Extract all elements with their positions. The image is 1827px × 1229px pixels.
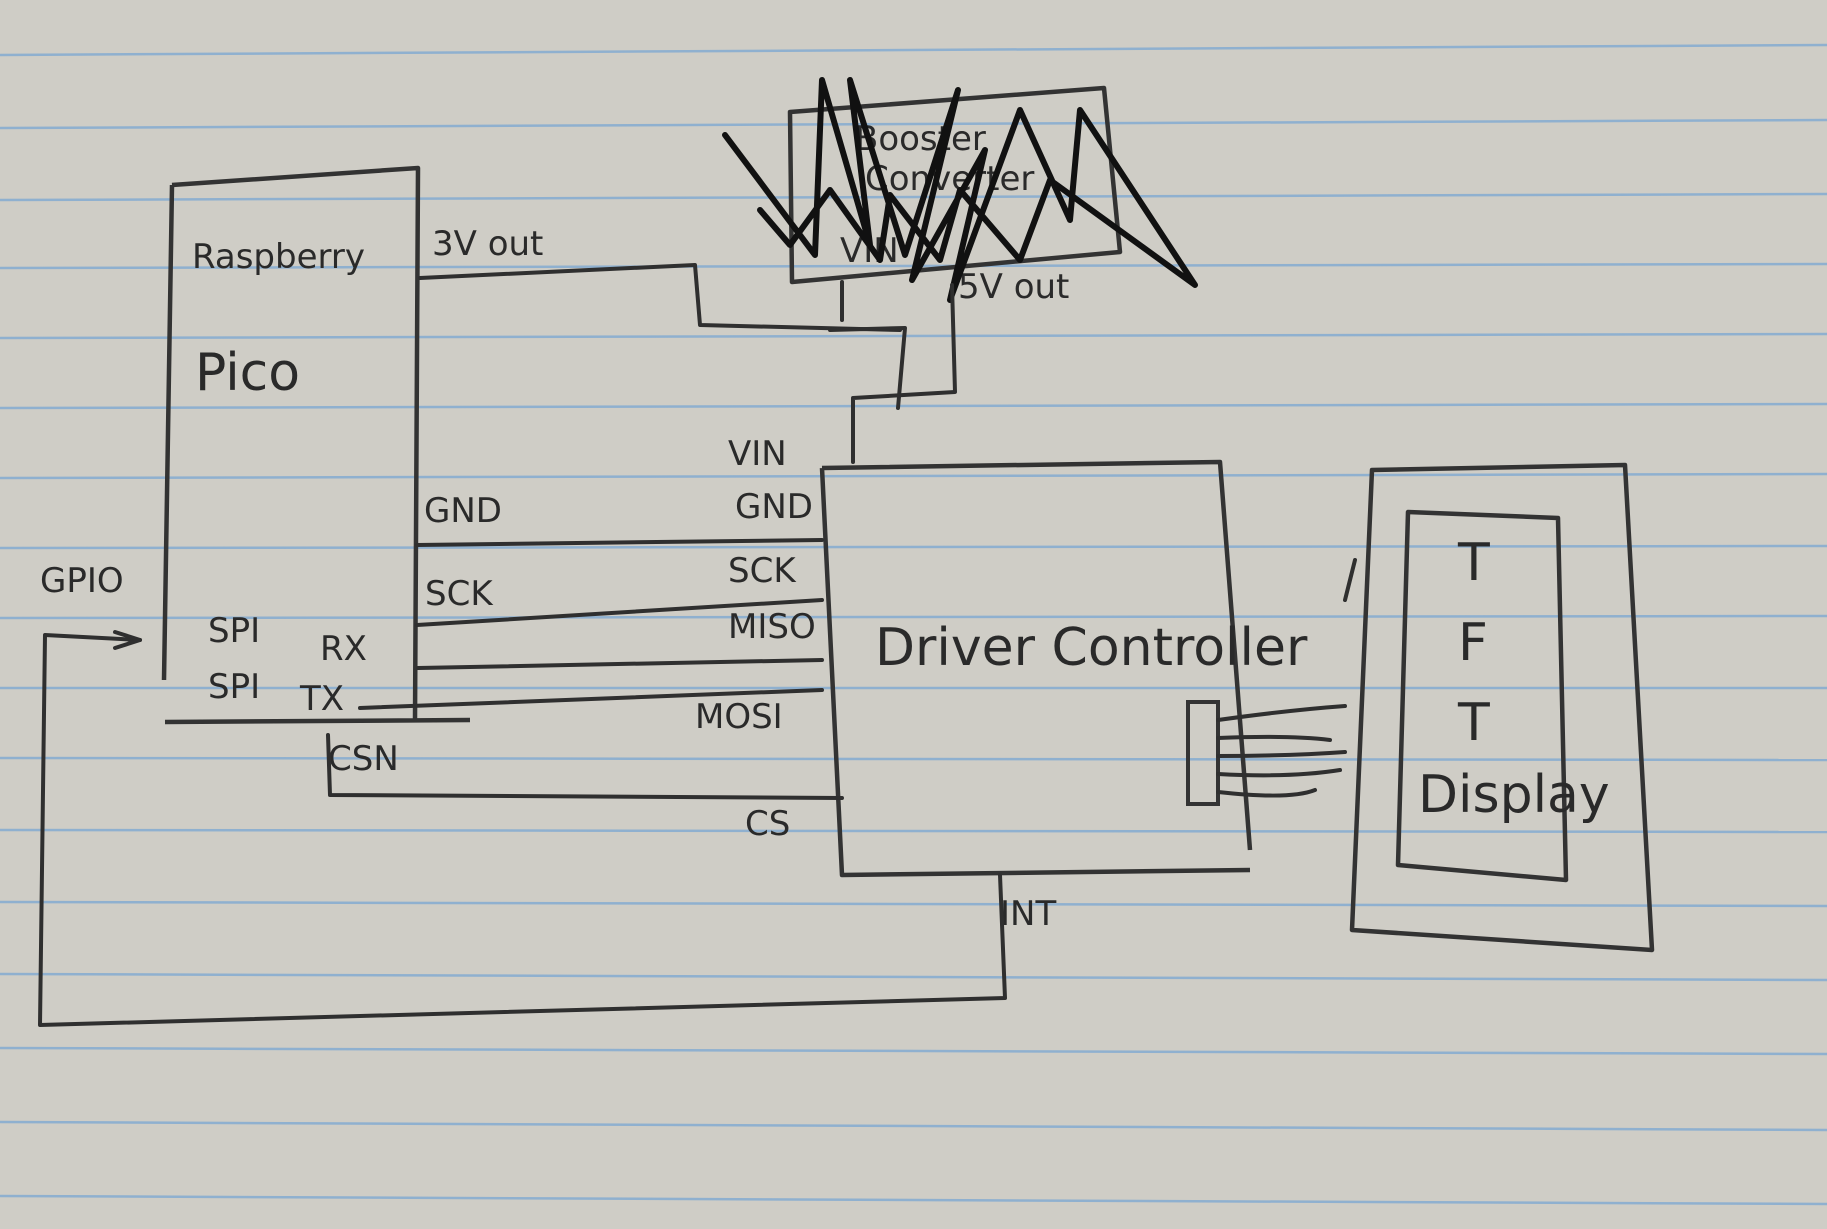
pico-tx-label: TX [299, 679, 344, 719]
pico-label-line1: Raspberry [192, 237, 365, 277]
tft-display-word: Display [1418, 765, 1610, 825]
pico-spi-rx-label: SPI [208, 611, 260, 651]
wires [38, 263, 1007, 1027]
driver-miso-label: MISO [728, 607, 816, 647]
pico-label-line2: Pico [195, 343, 300, 403]
booster-label-line2: Converter [865, 159, 1034, 199]
tft-letter-2: F [1458, 613, 1488, 673]
wire-miso [416, 658, 824, 670]
tft-side-mark [1343, 558, 1357, 602]
pico-csn-label: CSN [328, 739, 399, 779]
pico-gnd-label: GND [424, 491, 502, 531]
driver-cs-label: CS [745, 804, 790, 844]
pico-sck-label: SCK [425, 574, 494, 614]
driver-int-label: INT [1000, 894, 1056, 934]
driver-controller-label: Driver Controller [875, 618, 1308, 678]
scribble-crossout [722, 77, 1198, 303]
driver-controller-box [819, 459, 1253, 878]
wire-int [38, 633, 1007, 1027]
pico-gpio-label: GPIO [40, 561, 124, 601]
booster-label-line1: Booster [855, 119, 986, 159]
pico-board [161, 165, 471, 725]
tft-display-outer [1349, 462, 1655, 953]
wire-mosi [358, 688, 824, 710]
driver-connector [1186, 700, 1220, 806]
driver-mosi-label: MOSI [695, 697, 783, 737]
wire-3v-out [418, 263, 902, 332]
gpio-arrowhead [113, 630, 142, 650]
driver-sck-label: SCK [728, 551, 797, 591]
driver-gnd-label: GND [735, 487, 813, 527]
driver-vin-label: VIN [728, 434, 787, 474]
wire-patch [828, 326, 907, 410]
pico-3v-out-label: 3V out [432, 224, 543, 264]
wire-cs [326, 733, 844, 800]
tft-display-inner [1395, 509, 1569, 883]
booster-5v-out-label: 5V out [958, 267, 1069, 307]
pico-spi-tx-label: SPI [208, 667, 260, 707]
wire-booster-5v [851, 283, 957, 464]
wire-gnd [415, 538, 824, 547]
wire-sck [415, 598, 824, 627]
pico-rx-label: RX [320, 629, 367, 669]
tft-letter-1: T [1457, 533, 1490, 593]
ribbon-cable [1216, 704, 1347, 798]
tft-letter-3: T [1457, 693, 1490, 753]
ruled-lines [0, 43, 1827, 1206]
